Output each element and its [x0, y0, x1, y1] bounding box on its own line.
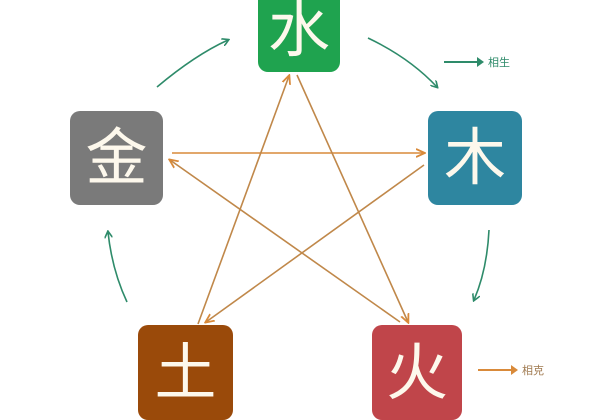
line-fire-to-metal — [170, 160, 401, 323]
wood-char: 木 — [443, 121, 506, 194]
legend-overcoming-label: 相克 — [522, 364, 544, 377]
line-water-to-fire — [296, 74, 408, 322]
fire-char: 火 — [385, 335, 448, 409]
arc-earth-to-metal — [108, 232, 128, 303]
line-wood-to-earth — [206, 164, 425, 322]
water-char: 水 — [267, 0, 330, 66]
arrow-right-icon — [444, 57, 484, 67]
element-metal: 金 — [70, 111, 163, 205]
legend-generating-label: 相生 — [488, 56, 510, 69]
element-wood: 木 — [428, 111, 522, 205]
legend-generating: 相生 — [444, 54, 510, 70]
arc-water-to-wood — [367, 37, 437, 87]
cycle-arrows — [0, 37, 490, 400]
arc-metal-to-water — [156, 40, 228, 88]
line-earth-to-water — [197, 76, 289, 325]
metal-char: 金 — [85, 121, 148, 194]
arrow-right-icon — [478, 365, 518, 375]
earth-char: 土 — [154, 335, 217, 409]
element-fire: 火 — [372, 325, 462, 420]
element-earth: 土 — [138, 325, 233, 420]
arc-wood-to-fire — [474, 229, 490, 300]
five-elements-diagram: 水 木 火 土 金 相生 相克 — [0, 0, 544, 420]
legend-overcoming: 相克 — [478, 362, 544, 378]
element-water: 水 — [258, 0, 340, 72]
